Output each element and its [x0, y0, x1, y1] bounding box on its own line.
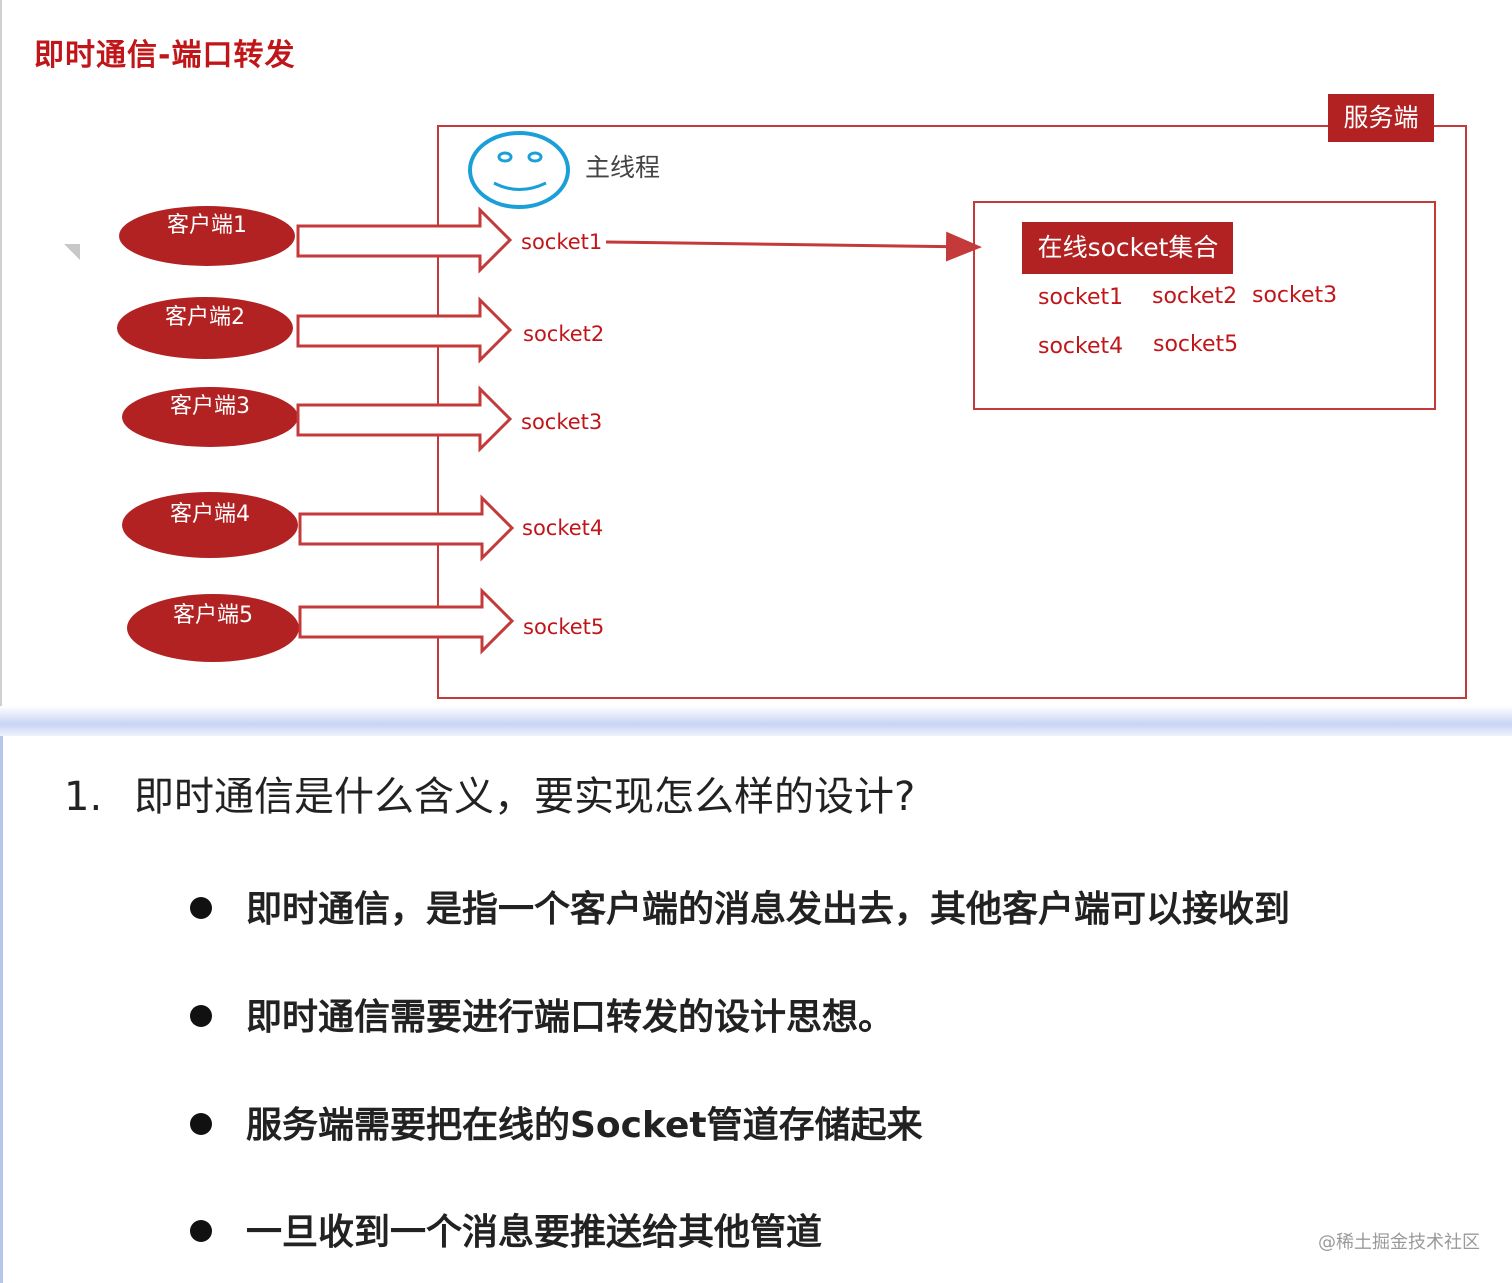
watermark: @稀土掘金技术社区 — [1318, 1232, 1480, 1253]
client-label: 客户端2 — [165, 305, 245, 330]
bullet-item: 服务端需要把在线的Socket管道存储起来 — [190, 1096, 923, 1148]
client-label: 客户端5 — [173, 603, 253, 628]
question-heading: 1. 即时通信是什么含义，要实现怎么样的设计? — [64, 764, 915, 822]
server-label-bg — [1328, 94, 1434, 142]
client-arrow — [298, 494, 515, 562]
notes-panel — [0, 736, 1512, 1283]
client-node — [122, 492, 298, 558]
server-label: 服务端 — [1343, 103, 1418, 132]
client-node — [127, 594, 299, 662]
collection-item: socket2 — [1152, 284, 1237, 309]
forward-arrow — [605, 231, 982, 262]
divider — [0, 706, 1512, 736]
socket-label: socket5 — [523, 615, 604, 639]
diagram: 服务端 主线程 在线socket集合 socket1 socket2 socke… — [64, 94, 1467, 699]
bullet-item: 一旦收到一个消息要推送给其他管道 — [190, 1203, 822, 1255]
socket-label: socket1 — [521, 230, 602, 254]
corner-mark — [64, 244, 80, 260]
bullet-dot-icon — [190, 1113, 212, 1135]
client-node — [119, 206, 295, 266]
main-thread-label: 主线程 — [585, 153, 660, 182]
socket-label: socket2 — [523, 322, 604, 346]
bullet-text: 即时通信，是指一个客户端的消息发出去，其他客户端可以接收到 — [246, 889, 1291, 930]
client-label: 客户端1 — [167, 213, 247, 238]
client-label: 客户端4 — [170, 502, 250, 527]
collection-item: socket5 — [1153, 332, 1238, 357]
socket-label: socket3 — [521, 410, 602, 434]
slide: 即时通信-端口转发 服务端 主线程 在线socket集合 socket1 soc… — [0, 0, 1467, 712]
socket-label: socket4 — [522, 516, 603, 540]
collection-item: socket3 — [1252, 283, 1337, 308]
client-label: 客户端3 — [170, 394, 250, 419]
bullet-text: 服务端需要把在线的Socket管道存储起来 — [246, 1105, 923, 1146]
bullet-text: 一旦收到一个消息要推送给其他管道 — [246, 1212, 823, 1253]
client-arrow — [298, 587, 515, 655]
client-node — [117, 297, 293, 359]
question-text: 即时通信是什么含义，要实现怎么样的设计? — [134, 774, 916, 820]
bullet-item: 即时通信，是指一个客户端的消息发出去，其他客户端可以接收到 — [190, 880, 1290, 932]
client-arrow — [296, 206, 513, 274]
smiley-icon — [468, 131, 570, 209]
collection-label: 在线socket集合 — [1038, 233, 1219, 262]
client-arrow — [296, 296, 513, 364]
bullet-dot-icon — [190, 1005, 212, 1027]
client-node — [122, 387, 298, 447]
collection-box — [973, 201, 1436, 410]
slide-title: 即时通信-端口转发 — [34, 38, 296, 73]
collection-item: socket4 — [1038, 334, 1123, 359]
collection-label-bg — [1022, 222, 1233, 274]
question-number: 1. — [64, 774, 103, 820]
bullet-text: 即时通信需要进行端口转发的设计思想。 — [246, 997, 895, 1038]
bullet-dot-icon — [190, 1220, 212, 1242]
collection-item: socket1 — [1038, 285, 1123, 310]
bullet-dot-icon — [190, 897, 212, 919]
client-arrow — [296, 385, 513, 453]
bullet-item: 即时通信需要进行端口转发的设计思想。 — [190, 988, 894, 1040]
